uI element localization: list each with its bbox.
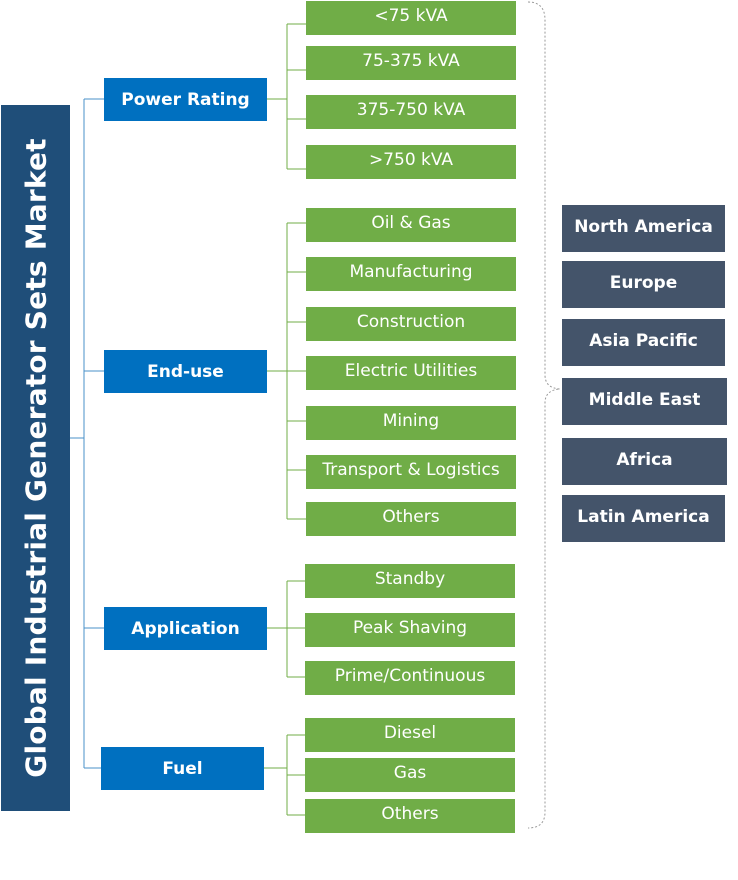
market-title-bar: Global Industrial Generator Sets Market (1, 105, 70, 811)
region-europe: Europe (562, 261, 725, 308)
leaf-fuel-3: Others (305, 799, 515, 833)
leaf-end-use-5: Mining (306, 406, 516, 440)
leaf-end-use-7: Others (306, 502, 516, 536)
leaf-end-use-6: Transport & Logistics (306, 455, 516, 489)
region-brace (527, 1, 561, 829)
leaf-fuel-2: Gas (305, 758, 515, 792)
leaf-power-rating-2: 75-375 kVA (306, 46, 516, 80)
leaf-power-rating-4: >750 kVA (306, 145, 516, 179)
leaf-power-rating-3: 375-750 kVA (306, 95, 516, 129)
region-asia-pacific: Asia Pacific (562, 319, 725, 366)
leaf-end-use-3: Construction (306, 307, 516, 341)
leaf-end-use-4: Electric Utilities (306, 356, 516, 390)
category-power-rating: Power Rating (104, 78, 267, 121)
region-middle-east: Middle East (562, 378, 727, 425)
category-application: Application (104, 607, 267, 650)
leaf-fuel-1: Diesel (305, 718, 515, 752)
category-end-use: End-use (104, 350, 267, 393)
leaf-power-rating-1: <75 kVA (306, 1, 516, 35)
leaf-application-3: Prime/Continuous (305, 661, 515, 695)
leaf-end-use-1: Oil & Gas (306, 208, 516, 242)
region-north-america: North America (562, 205, 725, 252)
leaf-application-2: Peak Shaving (305, 613, 515, 647)
leaf-end-use-2: Manufacturing (306, 257, 516, 291)
market-title: Global Industrial Generator Sets Market (19, 138, 52, 778)
region-latin-america: Latin America (562, 495, 725, 542)
leaf-application-1: Standby (305, 564, 515, 598)
region-africa: Africa (562, 438, 727, 485)
category-fuel: Fuel (101, 747, 264, 790)
